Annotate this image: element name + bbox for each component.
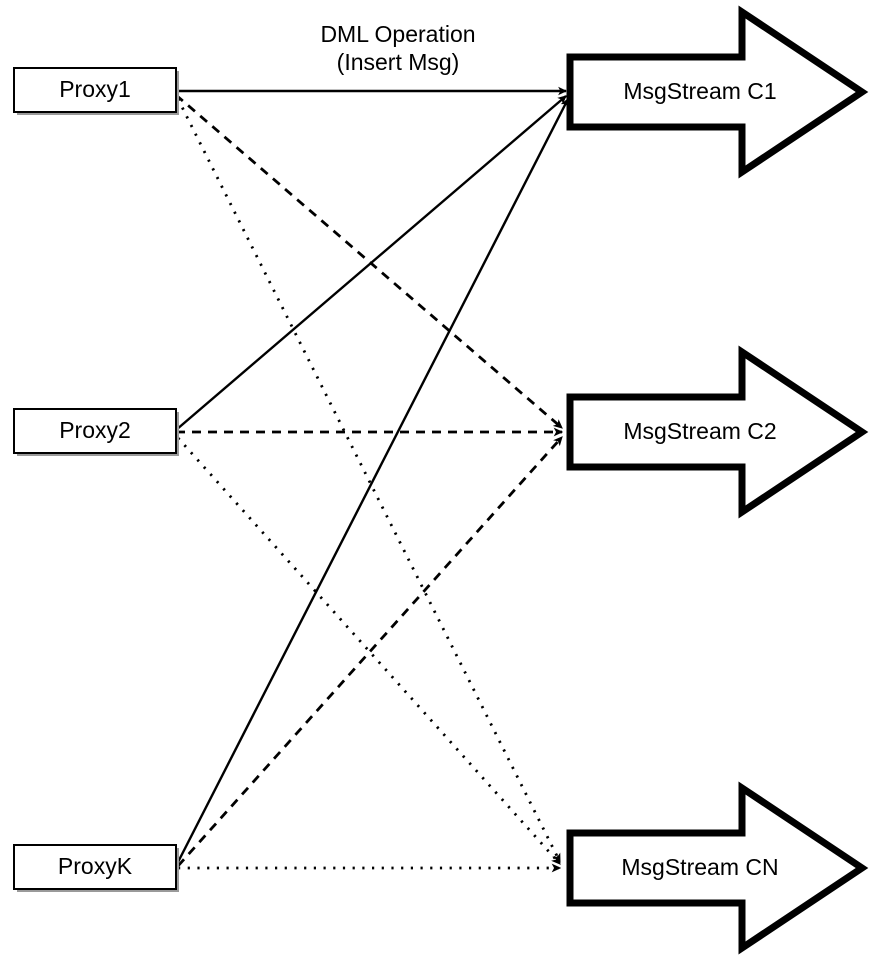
proxy-node-proxyk[interactable]: ProxyK (13, 844, 179, 892)
proxy-node-proxy1[interactable]: Proxy1 (13, 67, 179, 115)
msgstream-group: MsgStream C1 MsgStream C2 MsgStream CN (566, 5, 869, 955)
block-arrow-icon[interactable] (566, 781, 869, 955)
proxy-box[interactable] (13, 844, 177, 890)
connection-proxy2-stream-c1 (175, 95, 567, 431)
msgstream-node-cn[interactable]: MsgStream CN (566, 781, 869, 955)
msgstream-label: MsgStream CN (621, 854, 778, 880)
block-arrow-icon[interactable] (566, 5, 869, 179)
edge-caption-group: DML Operation (Insert Msg) (320, 21, 475, 75)
msgstream-label: MsgStream C2 (623, 418, 776, 444)
msgstream-label: MsgStream C1 (623, 78, 776, 104)
edge-caption-line-1: DML Operation (320, 21, 475, 47)
proxy-node-group: Proxy1 Proxy2 ProxyK (13, 67, 179, 892)
proxy-label: ProxyK (58, 853, 133, 879)
edge-caption-line-2: (Insert Msg) (337, 49, 460, 75)
connection-proxyk-stream-c2 (176, 436, 564, 867)
proxy-box[interactable] (13, 67, 177, 113)
connection-proxy2-stream-cn (176, 437, 562, 865)
msgstream-node-c2[interactable]: MsgStream C2 (566, 345, 869, 519)
connection-layer (174, 86, 570, 873)
block-arrow-icon[interactable] (566, 345, 869, 519)
proxy-label: Proxy2 (59, 417, 131, 443)
proxy-box[interactable] (13, 408, 177, 454)
connection-proxyk-stream-c1 (174, 97, 570, 867)
msgstream-node-c1[interactable]: MsgStream C1 (566, 5, 869, 179)
proxy-label: Proxy1 (59, 76, 131, 102)
proxy-node-proxy2[interactable]: Proxy2 (13, 408, 179, 456)
connection-proxy1-stream-c2 (175, 93, 563, 430)
